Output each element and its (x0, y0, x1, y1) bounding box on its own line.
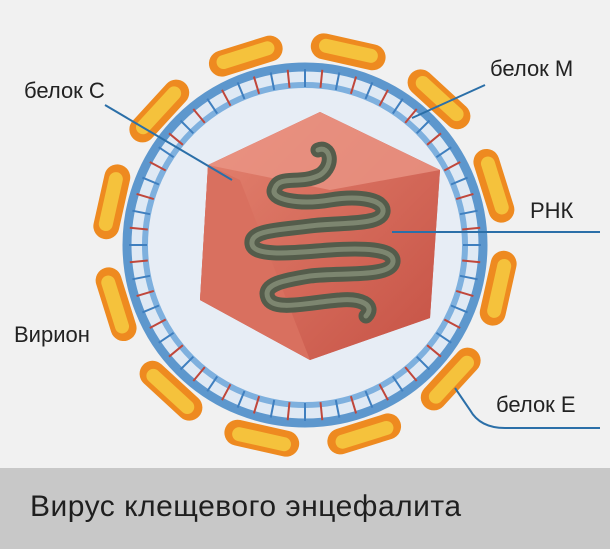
label-protein-m: белок M (490, 56, 573, 82)
label-protein-c: белок C (24, 78, 105, 104)
label-protein-e: белок E (496, 392, 576, 418)
caption-text: Вирус клещевого энцефалита (30, 490, 462, 524)
label-rna: РНК (530, 198, 573, 224)
label-virion: Вирион (14, 322, 90, 348)
